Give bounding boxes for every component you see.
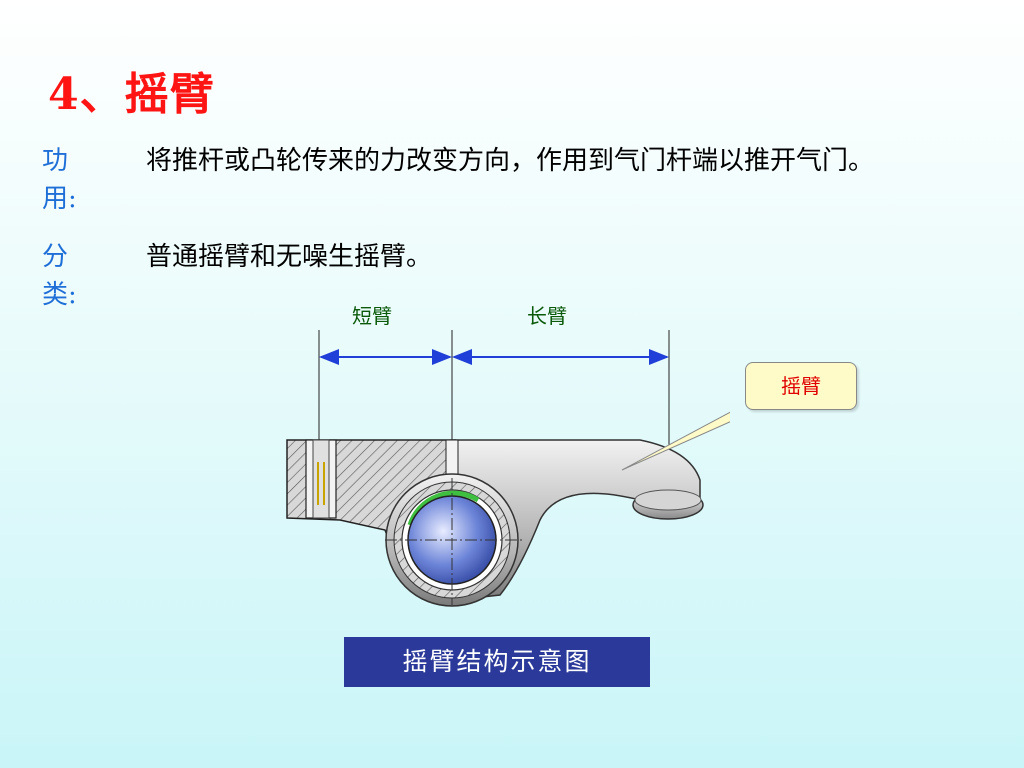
oil-groove	[407, 490, 480, 526]
oil-hole	[445, 439, 459, 479]
rocker-arm-callout: 摇臂	[745, 362, 857, 410]
classification-text: 普通摇臂和无噪生摇臂。	[146, 242, 433, 272]
long-arm-label: 长臂	[527, 304, 567, 328]
callout-pointer	[621, 411, 730, 471]
diagram-caption: 摇臂结构示意图	[344, 637, 650, 687]
function-text: 将推杆或凸轮传来的力改变方向，作用到气门杆端以推开气门。	[146, 146, 875, 176]
rocker-arm-diagram	[286, 330, 730, 607]
function-label: 功用:	[42, 146, 77, 214]
classification-label: 分类:	[42, 242, 77, 310]
slide-title: 4、摇臂	[48, 69, 215, 120]
short-arm-label: 短臂	[352, 304, 392, 328]
rocker-long-arm	[454, 439, 701, 601]
